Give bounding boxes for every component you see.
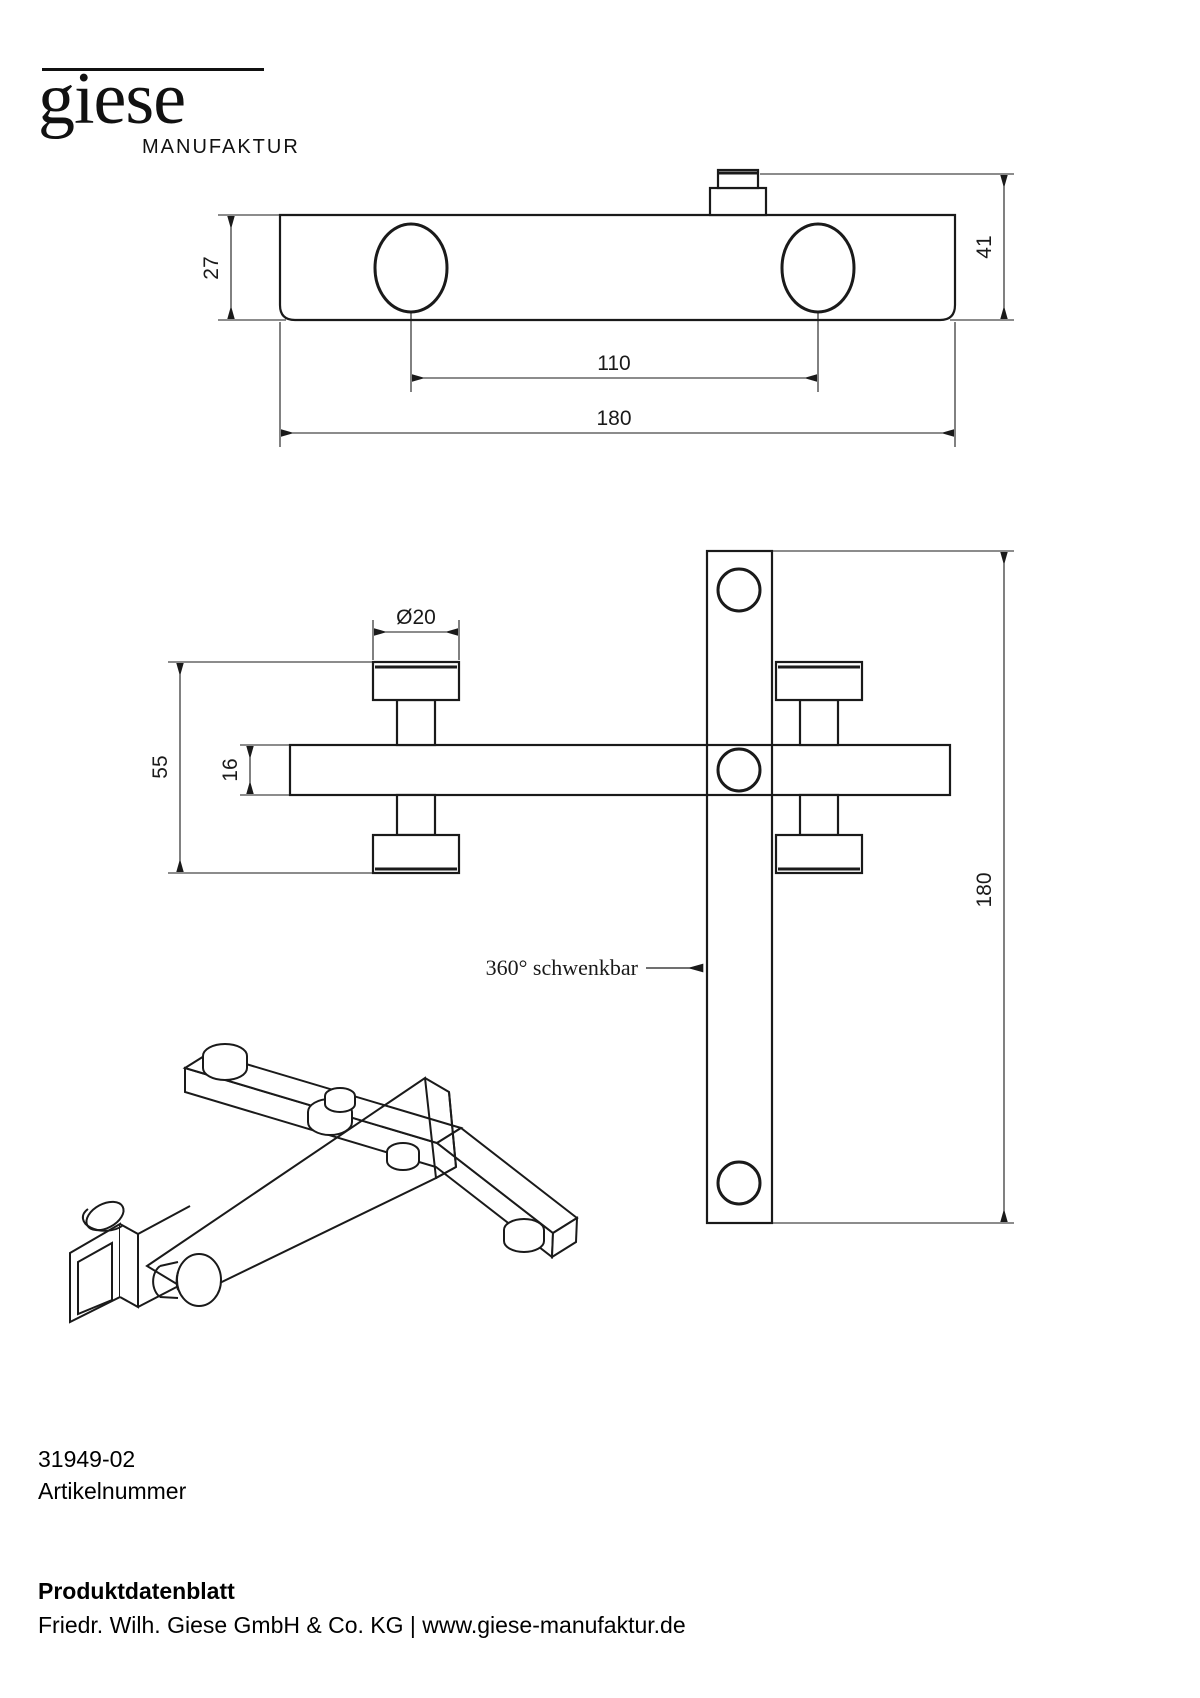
giese-logo: giese MANUFAKTUR: [38, 48, 298, 158]
dim-d20-label: Ø20: [396, 606, 436, 629]
dim-180-top-label: 180: [596, 407, 631, 430]
top-view-body: [278, 168, 957, 322]
dim-41: [760, 173, 1014, 321]
dim-16-label: 16: [219, 758, 242, 781]
dim-55: [168, 661, 380, 874]
dim-27: [218, 214, 286, 321]
dim-110-label: 110: [597, 352, 630, 375]
dim-d20: [372, 620, 460, 660]
logo-rule: [42, 68, 264, 71]
dim-110: [410, 312, 819, 392]
dim-41-label: 41: [973, 235, 996, 258]
article-number: 31949-02: [38, 1446, 136, 1472]
article-number-label: Artikelnummer: [38, 1478, 187, 1504]
dim-180-right: [772, 550, 1014, 1224]
dim-27-label: 27: [200, 256, 223, 279]
logo-wordmark: giese: [38, 58, 186, 140]
dim-16: [240, 744, 300, 796]
side-view-body: [288, 660, 952, 875]
swivel-note-label: 360° schwenkbar: [486, 955, 639, 980]
dim-180-right-label: 180: [973, 872, 996, 907]
logo-subtitle: MANUFAKTUR: [142, 136, 300, 158]
company-line: Friedr. Wilh. Giese GmbH & Co. KG | www.…: [38, 1612, 686, 1638]
dim-55-label: 55: [149, 755, 172, 778]
right-view-body: [705, 549, 864, 1225]
isometric-view: [69, 1043, 579, 1324]
datasheet-title: Produktdatenblatt: [38, 1578, 235, 1604]
dim-180-top: [279, 322, 956, 447]
